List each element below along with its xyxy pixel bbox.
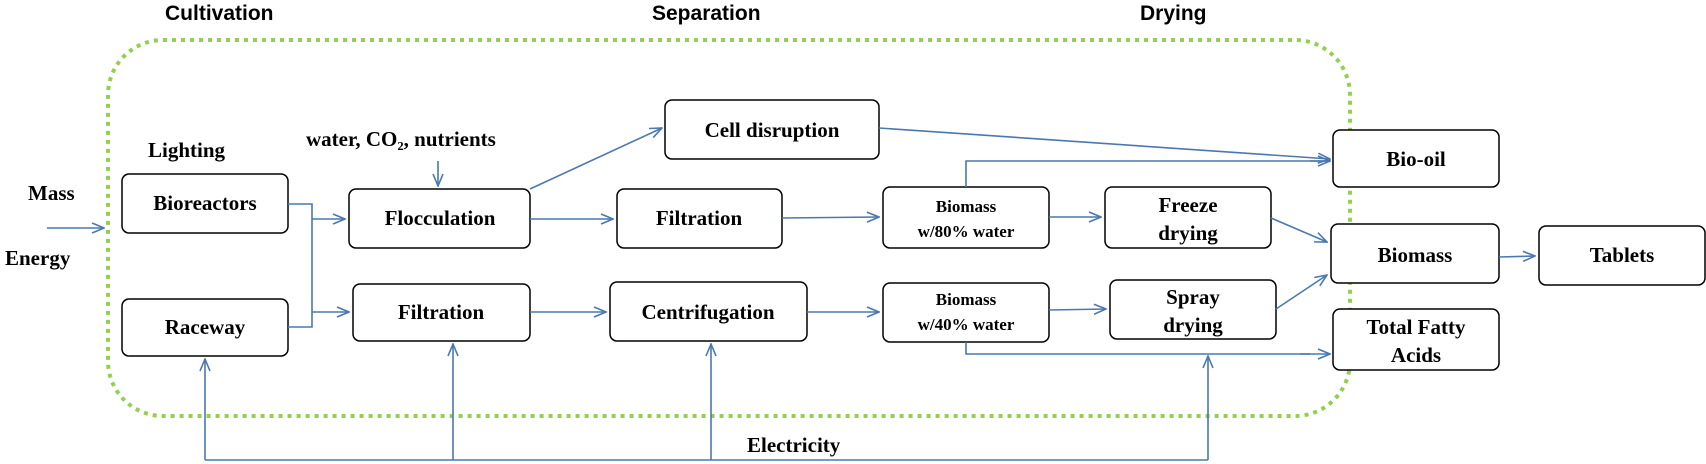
node-filtration-top: Filtration [616, 188, 783, 249]
stage-cultivation: Cultivation [165, 2, 274, 25]
stage-separation: Separation [652, 2, 761, 25]
node-biomass: Biomass [1330, 223, 1500, 284]
node-flocculation: Flocculation [348, 188, 531, 249]
svg-text:Cell disruption: Cell disruption [705, 118, 840, 142]
svg-text:Bio-oil: Bio-oil [1386, 147, 1446, 171]
mass-label: Mass [28, 181, 75, 205]
svg-text:Tablets: Tablets [1590, 243, 1655, 267]
svg-text:Bioreactors: Bioreactors [153, 191, 256, 215]
electricity-label: Electricity [747, 433, 841, 457]
svg-text:drying: drying [1163, 313, 1223, 337]
energy-label: Energy [5, 246, 71, 270]
svg-text:w/80% water: w/80% water [918, 222, 1015, 241]
svg-text:Biomass: Biomass [1378, 243, 1453, 267]
svg-text:Filtration: Filtration [398, 300, 485, 324]
node-bio-oil: Bio-oil [1332, 129, 1500, 188]
svg-text:Biomass: Biomass [936, 197, 997, 216]
svg-text:Freeze: Freeze [1158, 193, 1217, 217]
svg-text:drying: drying [1158, 221, 1218, 245]
node-tablets: Tablets [1538, 225, 1706, 286]
connectors [47, 128, 1535, 461]
svg-text:w/40% water: w/40% water [918, 315, 1015, 334]
node-filtration-bottom: Filtration [352, 283, 531, 342]
node-raceway: Raceway [121, 298, 289, 357]
node-total-fatty-acids: Total Fatty Acids [1332, 308, 1500, 371]
lighting-label: Lighting [148, 138, 226, 162]
node-centrifugation: Centrifugation [609, 281, 808, 342]
svg-text:Filtration: Filtration [656, 206, 743, 230]
water-nutrients-label: water, CO₂, nutrients [306, 127, 496, 151]
svg-text:Spray: Spray [1166, 285, 1220, 309]
svg-text:Biomass: Biomass [936, 290, 997, 309]
node-biomass-80: Biomass w/80% water [882, 186, 1050, 249]
node-biomass-40: Biomass w/40% water [882, 282, 1050, 343]
svg-text:Centrifugation: Centrifugation [642, 300, 775, 324]
node-spray-drying: Spray drying [1109, 279, 1277, 340]
node-freeze-drying: Freeze drying [1104, 186, 1272, 249]
node-cell-disruption: Cell disruption [664, 99, 880, 160]
svg-text:Flocculation: Flocculation [385, 206, 496, 230]
svg-text:Total Fatty: Total Fatty [1367, 315, 1466, 339]
svg-text:Raceway: Raceway [165, 315, 246, 339]
stage-drying: Drying [1140, 2, 1207, 25]
svg-text:Acids: Acids [1391, 343, 1441, 367]
node-bioreactors: Bioreactors [121, 173, 289, 234]
